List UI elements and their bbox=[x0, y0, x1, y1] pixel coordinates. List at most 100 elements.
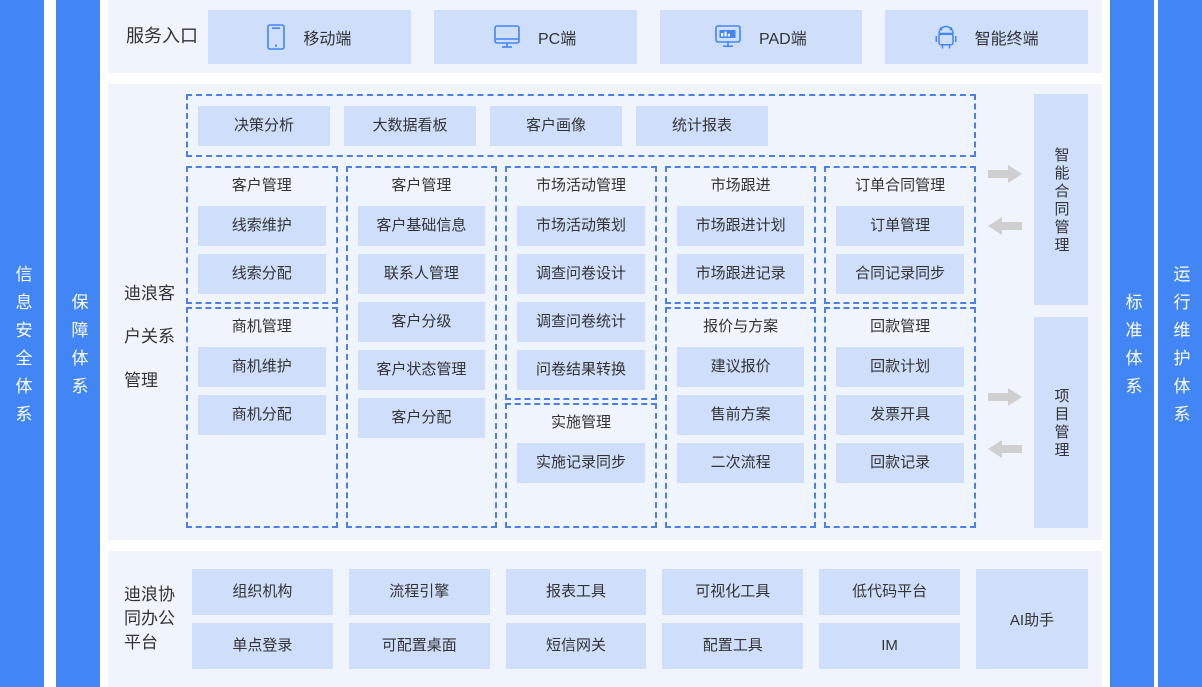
tile-opportunity-maintenance[interactable]: 商机维护 bbox=[198, 347, 326, 387]
platform-tile-workflow-engine[interactable]: 流程引擎 bbox=[348, 569, 490, 615]
service-entry-item-mobile-label: 移动端 bbox=[303, 30, 352, 48]
collaboration-platform-label: 迪浪协同办公平台 bbox=[124, 584, 175, 653]
crm-main-label-text: 迪浪客户关系管理 bbox=[124, 283, 175, 390]
platform-tile-configuration-tool[interactable]: 配置工具 bbox=[662, 623, 804, 669]
tile-market-follow-up-plan[interactable]: 市场跟进计划 bbox=[676, 206, 805, 246]
side-tile-smart-contract[interactable]: 智能合同管理 bbox=[1034, 94, 1088, 305]
tile-presales-proposal[interactable]: 售前方案 bbox=[676, 395, 805, 435]
analytics-item-statistics-report[interactable]: 统计报表 bbox=[636, 105, 768, 146]
arrow-pair-smart-contract bbox=[982, 164, 1028, 235]
tile-survey-design[interactable]: 调查问卷设计 bbox=[517, 254, 645, 294]
tile-customer-assignment[interactable]: 客户分配 bbox=[357, 398, 486, 438]
group-market-follow-up: 市场跟进 市场跟进计划 市场跟进记录 bbox=[664, 166, 817, 304]
right-bar-operation-maintenance-label: 运行维护体系 bbox=[1170, 265, 1190, 433]
platform-tile-sms-gateway[interactable]: 短信网关 bbox=[505, 623, 647, 669]
tile-collection-plan[interactable]: 回款计划 bbox=[836, 347, 964, 387]
right-bar-gap-1 bbox=[1154, 0, 1158, 687]
analytics-item-bigdata-board[interactable]: 大数据看板 bbox=[344, 105, 476, 146]
group-payment-collection-management: 回款管理 回款计划 发票开具 回款记录 bbox=[824, 307, 976, 528]
arrow-pair-project-management bbox=[982, 387, 1028, 458]
tile-survey-statistics[interactable]: 调查问卷统计 bbox=[517, 302, 645, 342]
analytics-item-decision[interactable]: 决策分析 bbox=[198, 105, 330, 146]
tile-customer-basic-info[interactable]: 客户基础信息 bbox=[357, 206, 486, 246]
group-title: 市场活动管理 bbox=[535, 177, 626, 194]
column-customer-leads: 客户管理 线索维护 线索分配 商机管理 商机维护 商机分配 bbox=[186, 166, 338, 528]
service-entry-item-pc[interactable]: PC端 bbox=[433, 9, 637, 64]
service-entry-item-pc-label: PC端 bbox=[538, 30, 577, 48]
arrow-right-icon bbox=[988, 164, 1022, 183]
group-implementation-management: 实施管理 实施记录同步 bbox=[505, 403, 657, 528]
service-entry-item-pad[interactable]: PAD端 bbox=[659, 9, 863, 64]
platform-tile-ai-assistant[interactable]: AI助手 bbox=[975, 569, 1088, 669]
right-bar-standard-system-label: 标准体系 bbox=[1122, 293, 1142, 405]
column-spacer bbox=[358, 446, 486, 518]
group-title: 客户管理 bbox=[391, 177, 452, 194]
group-title: 市场跟进 bbox=[710, 177, 771, 194]
left-bar-guarantee-system: 保障体系 bbox=[56, 0, 100, 687]
tile-invoice-issuance[interactable]: 发票开具 bbox=[836, 395, 964, 435]
right-bar-standard-system: 标准体系 bbox=[1110, 0, 1154, 687]
crm-columns-area: 决策分析 大数据看板 客户画像 统计报表 客户管理 线索维护 线索分配 bbox=[186, 94, 976, 528]
group-quotation-and-proposal: 报价与方案 建议报价 售前方案 二次流程 bbox=[664, 307, 817, 528]
column-customer-management: 客户管理 客户基础信息 联系人管理 客户分级 客户状态管理 客户分配 bbox=[345, 166, 498, 528]
tile-customer-status-management[interactable]: 客户状态管理 bbox=[357, 350, 486, 390]
mobile-phone-icon bbox=[267, 23, 286, 50]
service-entry-item-pad-label: PAD端 bbox=[759, 30, 807, 48]
group-title: 订单合同管理 bbox=[855, 177, 946, 194]
tile-lead-assignment[interactable]: 线索分配 bbox=[198, 254, 326, 294]
platform-tile-report-tool[interactable]: 报表工具 bbox=[505, 569, 647, 615]
collaboration-platform-panel: 迪浪协同办公平台 组织机构 单点登录 流程引擎 可配置桌面 报表工具 短信网关 … bbox=[108, 551, 1102, 687]
left-bar-information-security-label: 信息安全体系 bbox=[12, 265, 32, 433]
service-entry-item-smart-terminal[interactable]: 智能终端 bbox=[885, 9, 1088, 64]
platform-tile-organization[interactable]: 组织机构 bbox=[192, 569, 333, 615]
group-title: 实施管理 bbox=[550, 414, 611, 431]
column-spacer bbox=[517, 491, 645, 518]
center-stack: 服务入口 移动端 bbox=[100, 0, 1110, 687]
service-entry-item-mobile[interactable]: 移动端 bbox=[208, 9, 411, 64]
tile-collection-record[interactable]: 回款记录 bbox=[836, 443, 964, 483]
analytics-item-customer-profile[interactable]: 客户画像 bbox=[490, 105, 622, 146]
arrow-left-icon bbox=[988, 439, 1022, 458]
platform-column-organization: 组织机构 单点登录 bbox=[192, 569, 333, 669]
tile-market-follow-up-record[interactable]: 市场跟进记录 bbox=[676, 254, 805, 294]
tile-suggested-quotation[interactable]: 建议报价 bbox=[676, 347, 805, 387]
side-module-smart-contract: 智能合同管理 bbox=[982, 94, 1088, 305]
left-bar-gap-1 bbox=[44, 0, 56, 687]
tile-lead-maintenance[interactable]: 线索维护 bbox=[198, 206, 326, 246]
platform-tile-visualization-tool[interactable]: 可视化工具 bbox=[662, 569, 804, 615]
tile-marketing-activity-planning[interactable]: 市场活动策划 bbox=[517, 206, 645, 246]
group-customer-management-2: 客户管理 客户基础信息 联系人管理 客户分级 客户状态管理 客户分配 bbox=[345, 166, 498, 528]
collaboration-platform-grid: 组织机构 单点登录 流程引擎 可配置桌面 报表工具 短信网关 可视化工具 配置工… bbox=[186, 569, 1088, 669]
platform-tile-configurable-desktop[interactable]: 可配置桌面 bbox=[348, 623, 490, 669]
side-tile-project-management[interactable]: 项目管理 bbox=[1034, 317, 1088, 528]
tile-contact-management[interactable]: 联系人管理 bbox=[357, 254, 486, 294]
tile-survey-result-conversion[interactable]: 问卷结果转换 bbox=[517, 350, 645, 390]
platform-column-visualization: 可视化工具 配置工具 bbox=[662, 569, 804, 669]
group-title: 回款管理 bbox=[870, 318, 931, 335]
service-entry-panel: 服务入口 移动端 bbox=[108, 0, 1102, 73]
group-order-contract-management: 订单合同管理 订单管理 合同记录同步 bbox=[824, 166, 976, 304]
tile-secondary-process[interactable]: 二次流程 bbox=[676, 443, 805, 483]
side-module-project-management: 项目管理 bbox=[982, 317, 1088, 528]
arrow-left-icon bbox=[988, 216, 1022, 235]
group-title: 报价与方案 bbox=[703, 318, 779, 335]
tile-contract-record-sync[interactable]: 合同记录同步 bbox=[836, 254, 964, 294]
column-market-follow-up: 市场跟进 市场跟进计划 市场跟进记录 报价与方案 建议报价 售前方案 二次流程 bbox=[664, 166, 817, 528]
tile-implementation-record-sync[interactable]: 实施记录同步 bbox=[517, 443, 645, 483]
arrow-right-icon bbox=[988, 387, 1022, 406]
side-tile-smart-contract-label: 智能合同管理 bbox=[1052, 147, 1070, 255]
platform-column-ai: AI助手 bbox=[975, 569, 1088, 669]
group-title: 商机管理 bbox=[231, 318, 292, 335]
platform-tile-im[interactable]: IM bbox=[819, 623, 960, 669]
service-entry-item-smart-terminal-label: 智能终端 bbox=[974, 30, 1039, 48]
analytics-band: 决策分析 大数据看板 客户画像 统计报表 bbox=[186, 94, 976, 157]
tile-opportunity-assignment[interactable]: 商机分配 bbox=[198, 395, 326, 435]
side-modules: 智能合同管理 项目管理 bbox=[976, 94, 1088, 528]
platform-tile-lowcode-platform[interactable]: 低代码平台 bbox=[819, 569, 960, 615]
crm-main-panel: 迪浪客户关系管理 决策分析 大数据看板 客户画像 统计报表 客户管理 bbox=[108, 84, 1102, 540]
tile-order-management[interactable]: 订单管理 bbox=[836, 206, 964, 246]
platform-tile-single-sign-on[interactable]: 单点登录 bbox=[192, 623, 333, 669]
tile-customer-grading[interactable]: 客户分级 bbox=[357, 302, 486, 342]
right-bar-operation-maintenance: 运行维护体系 bbox=[1158, 0, 1202, 687]
